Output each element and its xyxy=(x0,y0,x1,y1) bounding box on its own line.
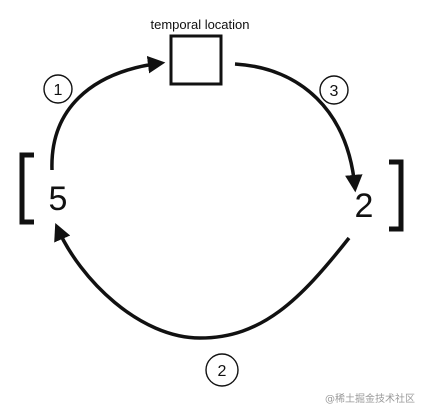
step-badge-1-label: 1 xyxy=(54,82,63,99)
right-value: 2 xyxy=(355,187,374,225)
left-bracket xyxy=(19,152,34,225)
arrow-step-2 xyxy=(54,222,351,340)
step-badge-3-label: 3 xyxy=(330,83,339,100)
step-badge-2-label: 2 xyxy=(218,363,227,380)
step-badge-1: 1 xyxy=(43,74,73,104)
temporal-location-box xyxy=(169,34,223,86)
step-badge-2: 2 xyxy=(205,353,239,387)
right-bracket xyxy=(389,159,404,232)
left-value: 5 xyxy=(49,180,68,218)
temporal-location-label: temporal location xyxy=(151,17,250,32)
arrow-step-3 xyxy=(234,62,363,193)
step-badge-3: 3 xyxy=(319,75,349,105)
arrow-step-1 xyxy=(50,55,166,171)
watermark-text: @稀土掘金技术社区 xyxy=(325,392,415,405)
